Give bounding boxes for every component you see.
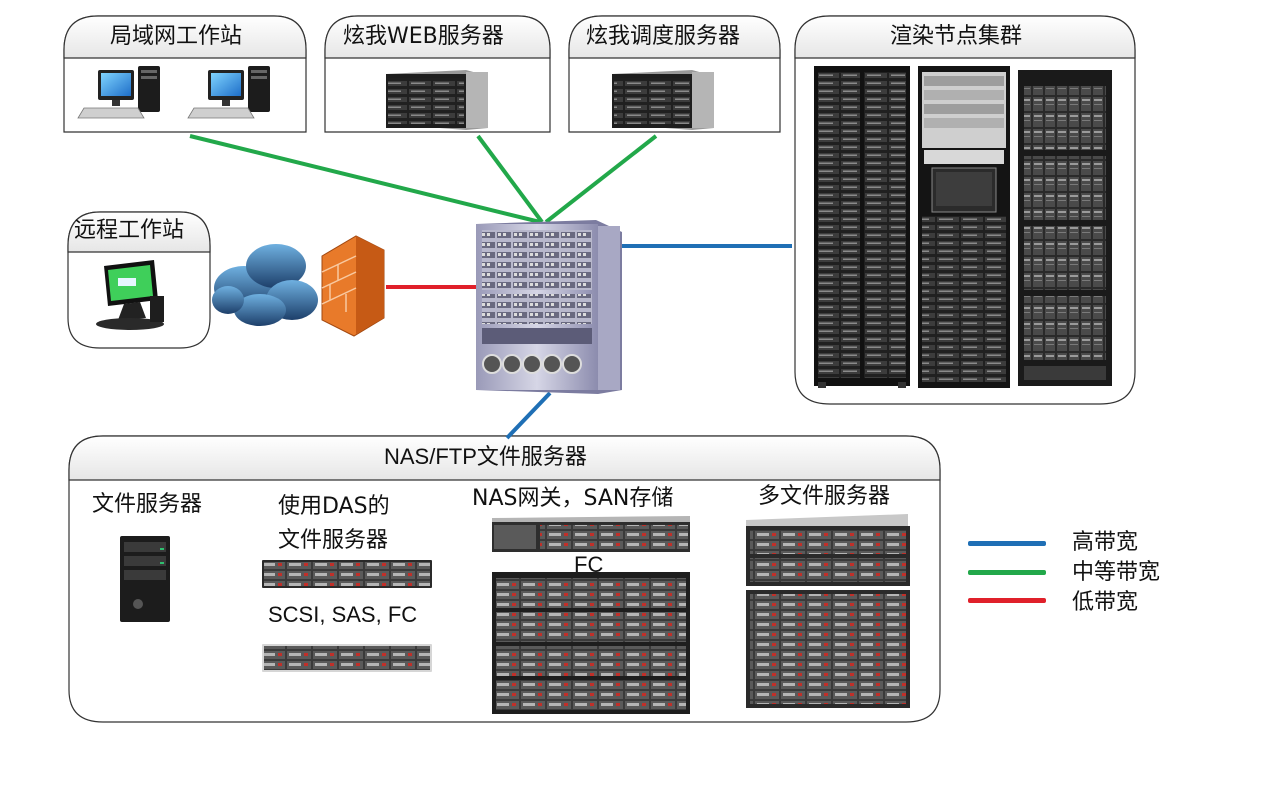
monitor-workstation-icon: [96, 260, 164, 330]
file-server-label: 文件服务器: [92, 492, 203, 517]
render-group-title: 渲染节点集群: [890, 24, 1023, 49]
das-storage-icon: [262, 644, 432, 672]
remote-group-title: 远程工作站: [74, 218, 185, 243]
legend-medium-label: 中等带宽: [1072, 560, 1161, 585]
nas-group-title: NAS/FTP文件服务器: [384, 444, 587, 469]
connections: [189, 134, 792, 440]
legend-medium-swatch: [968, 570, 1046, 575]
legend-low-label: 低带宽: [1072, 590, 1139, 615]
link-lan-switch: [189, 134, 541, 224]
multi-server-label: 多文件服务器: [758, 484, 891, 509]
tower-file-server-icon: [120, 536, 170, 622]
link-switch-nas: [505, 391, 552, 440]
link-sched-switch: [544, 134, 658, 224]
das-label-line1: 使用DAS的: [278, 494, 390, 519]
legend-low-swatch: [968, 598, 1046, 603]
server-chassis-icon: [612, 70, 714, 130]
blade-rack-icon: [1018, 70, 1112, 386]
server-rack-icon: [814, 66, 910, 388]
das-label-line2: 文件服务器: [278, 528, 389, 553]
nas-gateway-icon: [492, 516, 690, 552]
cloud-icon: [212, 244, 318, 326]
server-rack-icon: [918, 66, 1010, 388]
firewall-icon: [321, 235, 385, 337]
web-group-title: 炫我WEB服务器: [343, 24, 504, 49]
core-switch-icon: [476, 220, 622, 394]
das-protocols-label: SCSI, SAS, FC: [268, 602, 418, 627]
legend-high-swatch: [968, 541, 1046, 546]
das-storage-icon: [262, 560, 432, 588]
lan-group-title: 局域网工作站: [110, 24, 243, 49]
legend-high-label: 高带宽: [1072, 530, 1139, 555]
scheduler-group-title: 炫我调度服务器: [586, 24, 741, 49]
nas-gateway-label: NAS网关，SAN存储: [472, 486, 674, 511]
lan-workstations-group: [63, 15, 307, 133]
fc-label: FC: [574, 552, 604, 577]
multi-file-server-icon: [746, 514, 910, 708]
san-storage-icon: [492, 572, 690, 714]
desktop-computer-icon: [77, 66, 160, 119]
server-chassis-icon: [386, 70, 488, 130]
desktop-computer-icon: [187, 66, 270, 119]
link-web-switch: [476, 134, 544, 224]
